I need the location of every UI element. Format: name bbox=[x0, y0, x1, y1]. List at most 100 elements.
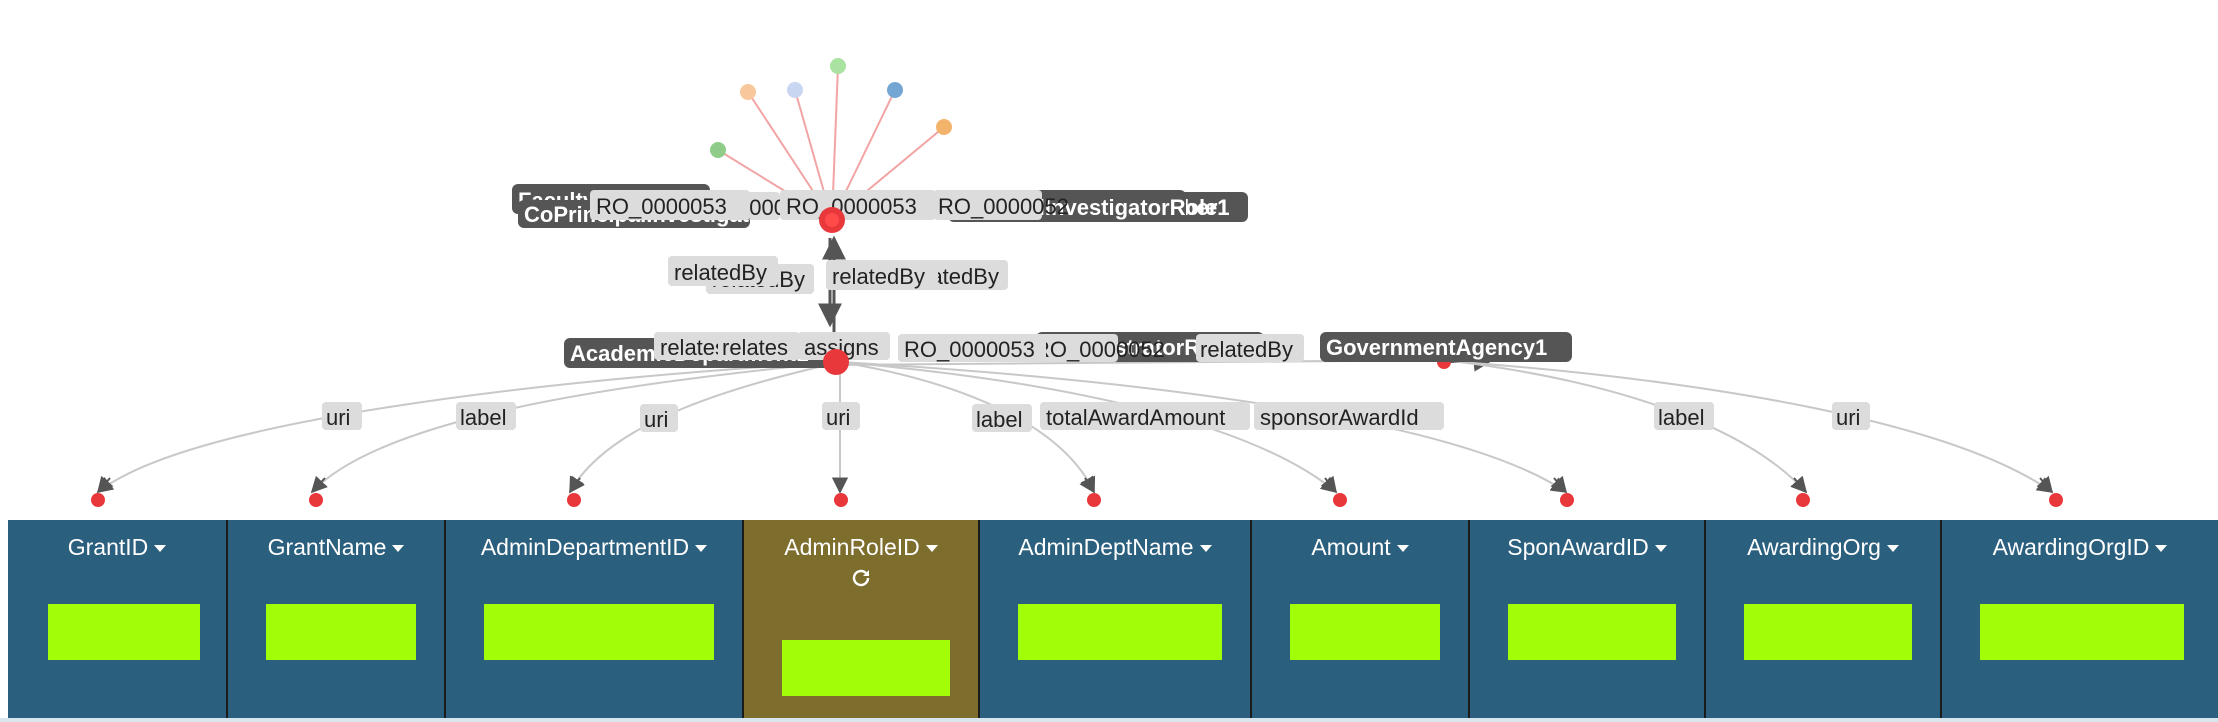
edge-label-c9: uri bbox=[1832, 402, 1870, 430]
edge-label-c6-text: totalAwardAmount bbox=[1046, 405, 1225, 430]
column-awarding-org[interactable]: AwardingOrg bbox=[1706, 520, 1942, 718]
edge-label-related-left-a-text: relatedBy bbox=[674, 260, 767, 285]
edge-label-ro-mid-b-text: RO_0000052 bbox=[1034, 337, 1165, 362]
column-swatch[interactable] bbox=[48, 604, 200, 660]
endpoint-node[interactable] bbox=[567, 493, 581, 507]
spoke-node[interactable] bbox=[787, 82, 803, 98]
column-header[interactable]: AwardingOrgID bbox=[1942, 534, 2218, 561]
column-header-label: GrantID bbox=[67, 534, 149, 560]
edge-label-ro-right-a-text: RO_0000053 bbox=[786, 194, 917, 219]
column-swatch[interactable] bbox=[1980, 604, 2184, 660]
column-grant-name[interactable]: GrantName bbox=[228, 520, 446, 718]
column-header[interactable]: AwardingOrg bbox=[1706, 534, 1940, 561]
column-swatch[interactable] bbox=[1290, 604, 1440, 660]
edge-label-relates-b-text: relates bbox=[722, 335, 788, 360]
column-header-label: AdminDeptName bbox=[1018, 534, 1194, 560]
caret-down-icon[interactable] bbox=[925, 545, 938, 553]
endpoint-node[interactable] bbox=[309, 493, 323, 507]
edge-label-c5-text: label bbox=[976, 407, 1022, 432]
column-admin-department-id[interactable]: AdminDepartmentID bbox=[446, 520, 744, 718]
edge-label-related-left-a: relatedBy bbox=[668, 256, 778, 286]
column-header[interactable]: AdminDepartmentID bbox=[446, 534, 742, 561]
column-header[interactable]: AdminDeptName bbox=[980, 534, 1250, 561]
edge-label-c4-text: uri bbox=[826, 405, 850, 430]
column-grant-id[interactable]: GrantID bbox=[8, 520, 228, 718]
bottom-border bbox=[0, 718, 2218, 722]
edge-label-c6: totalAwardAmount bbox=[1040, 402, 1250, 430]
column-header[interactable]: AdminRoleID bbox=[744, 534, 978, 561]
edge-label-ro-left-a: RO_0000053 bbox=[590, 190, 750, 220]
column-spon-award-id[interactable]: SponAwardID bbox=[1470, 520, 1706, 718]
column-header[interactable]: SponAwardID bbox=[1470, 534, 1704, 561]
column-header[interactable]: GrantID bbox=[8, 534, 226, 561]
edge-label-related-far-text: relatedBy bbox=[1200, 337, 1293, 362]
caret-down-icon[interactable] bbox=[154, 545, 167, 553]
endpoint-node[interactable] bbox=[1333, 493, 1347, 507]
column-swatch[interactable] bbox=[484, 604, 714, 660]
edge-label-related-right-a: relatedBy bbox=[826, 260, 938, 290]
hub-node-top-inner bbox=[825, 213, 839, 227]
caret-down-icon[interactable] bbox=[1886, 545, 1899, 553]
column-awarding-org-id[interactable]: AwardingOrgID bbox=[1942, 520, 2218, 718]
spoke-node[interactable] bbox=[740, 84, 756, 100]
endpoint-node[interactable] bbox=[1087, 493, 1101, 507]
caret-down-icon[interactable] bbox=[695, 545, 708, 553]
column-admin-role-id[interactable]: AdminRoleID bbox=[744, 520, 980, 718]
column-swatch[interactable] bbox=[782, 640, 950, 696]
column-header[interactable]: GrantName bbox=[228, 534, 444, 561]
column-edge-arrows bbox=[96, 475, 2054, 494]
refresh-icon[interactable] bbox=[849, 566, 873, 590]
column-header-label: AwardingOrgID bbox=[1992, 534, 2150, 560]
hub-node-middle[interactable] bbox=[823, 349, 849, 375]
edge-label-relates-a: relates bbox=[654, 332, 730, 360]
caret-down-icon[interactable] bbox=[1199, 545, 1212, 553]
edge-label-related-right-a-text: relatedBy bbox=[832, 264, 925, 289]
caret-down-icon[interactable] bbox=[1396, 545, 1409, 553]
edge-label-ro-mid-a: RO_0000053 bbox=[898, 334, 1046, 362]
edge-label-ro-right-b-text: RO_0000052 bbox=[938, 194, 1069, 219]
endpoint-node[interactable] bbox=[1560, 493, 1574, 507]
column-admin-dept-name[interactable]: AdminDeptName bbox=[980, 520, 1252, 718]
edge-label-c2: label bbox=[456, 402, 516, 430]
column-endpoints bbox=[91, 355, 2063, 507]
edge-label-c2-text: label bbox=[460, 405, 506, 430]
column-header-label: AdminRoleID bbox=[784, 534, 920, 560]
column-header-label: SponAwardID bbox=[1507, 534, 1649, 560]
endpoint-node[interactable] bbox=[834, 493, 848, 507]
edge-label-ro-mid-a-text: RO_0000053 bbox=[904, 337, 1035, 362]
edge-label-related-far: relatedBy bbox=[1196, 334, 1304, 362]
endpoint-node[interactable] bbox=[1796, 493, 1810, 507]
edge-label-c5: label bbox=[972, 404, 1032, 432]
edge-label-ro-left-a-text: RO_0000053 bbox=[596, 194, 727, 219]
caret-down-icon[interactable] bbox=[2155, 545, 2168, 553]
column-header[interactable]: Amount bbox=[1252, 534, 1468, 561]
spoke-node[interactable] bbox=[710, 142, 726, 158]
spoke-node[interactable] bbox=[936, 119, 952, 135]
column-header-label: AdminDepartmentID bbox=[480, 534, 690, 560]
edge-label-ro-right-b: RO_0000052 bbox=[934, 190, 1069, 220]
column-header-label: GrantName bbox=[267, 534, 387, 560]
edge-label-c7: sponsorAwardId bbox=[1254, 402, 1444, 430]
column-swatch[interactable] bbox=[1744, 604, 1912, 660]
spoke-node[interactable] bbox=[830, 58, 846, 74]
endpoint-node[interactable] bbox=[2049, 493, 2063, 507]
edge-label-c4: uri bbox=[822, 402, 860, 430]
spoke-node[interactable] bbox=[887, 82, 903, 98]
spoke-nodes bbox=[710, 58, 952, 158]
node-label-agency[interactable]: GovernmentAgency1 bbox=[1320, 332, 1572, 362]
edge-label-relates-b: relates bbox=[718, 332, 800, 360]
column-swatch[interactable] bbox=[266, 604, 416, 660]
edge-label-ro-right-a: RO_0000053 bbox=[780, 190, 936, 220]
edge-label-relates-a-text: relates bbox=[660, 335, 726, 360]
edge-label-c1-text: uri bbox=[326, 405, 350, 430]
column-amount[interactable]: Amount bbox=[1252, 520, 1470, 718]
endpoint-node[interactable] bbox=[91, 493, 105, 507]
caret-down-icon[interactable] bbox=[392, 545, 405, 553]
column-header-label: AwardingOrg bbox=[1747, 534, 1881, 560]
column-header-label: Amount bbox=[1311, 534, 1391, 560]
caret-down-icon[interactable] bbox=[1654, 545, 1667, 553]
column-swatch[interactable] bbox=[1018, 604, 1222, 660]
edge-label-c3-text: uri bbox=[644, 407, 668, 432]
edge-label-c8-text: label bbox=[1658, 405, 1704, 430]
column-swatch[interactable] bbox=[1508, 604, 1676, 660]
